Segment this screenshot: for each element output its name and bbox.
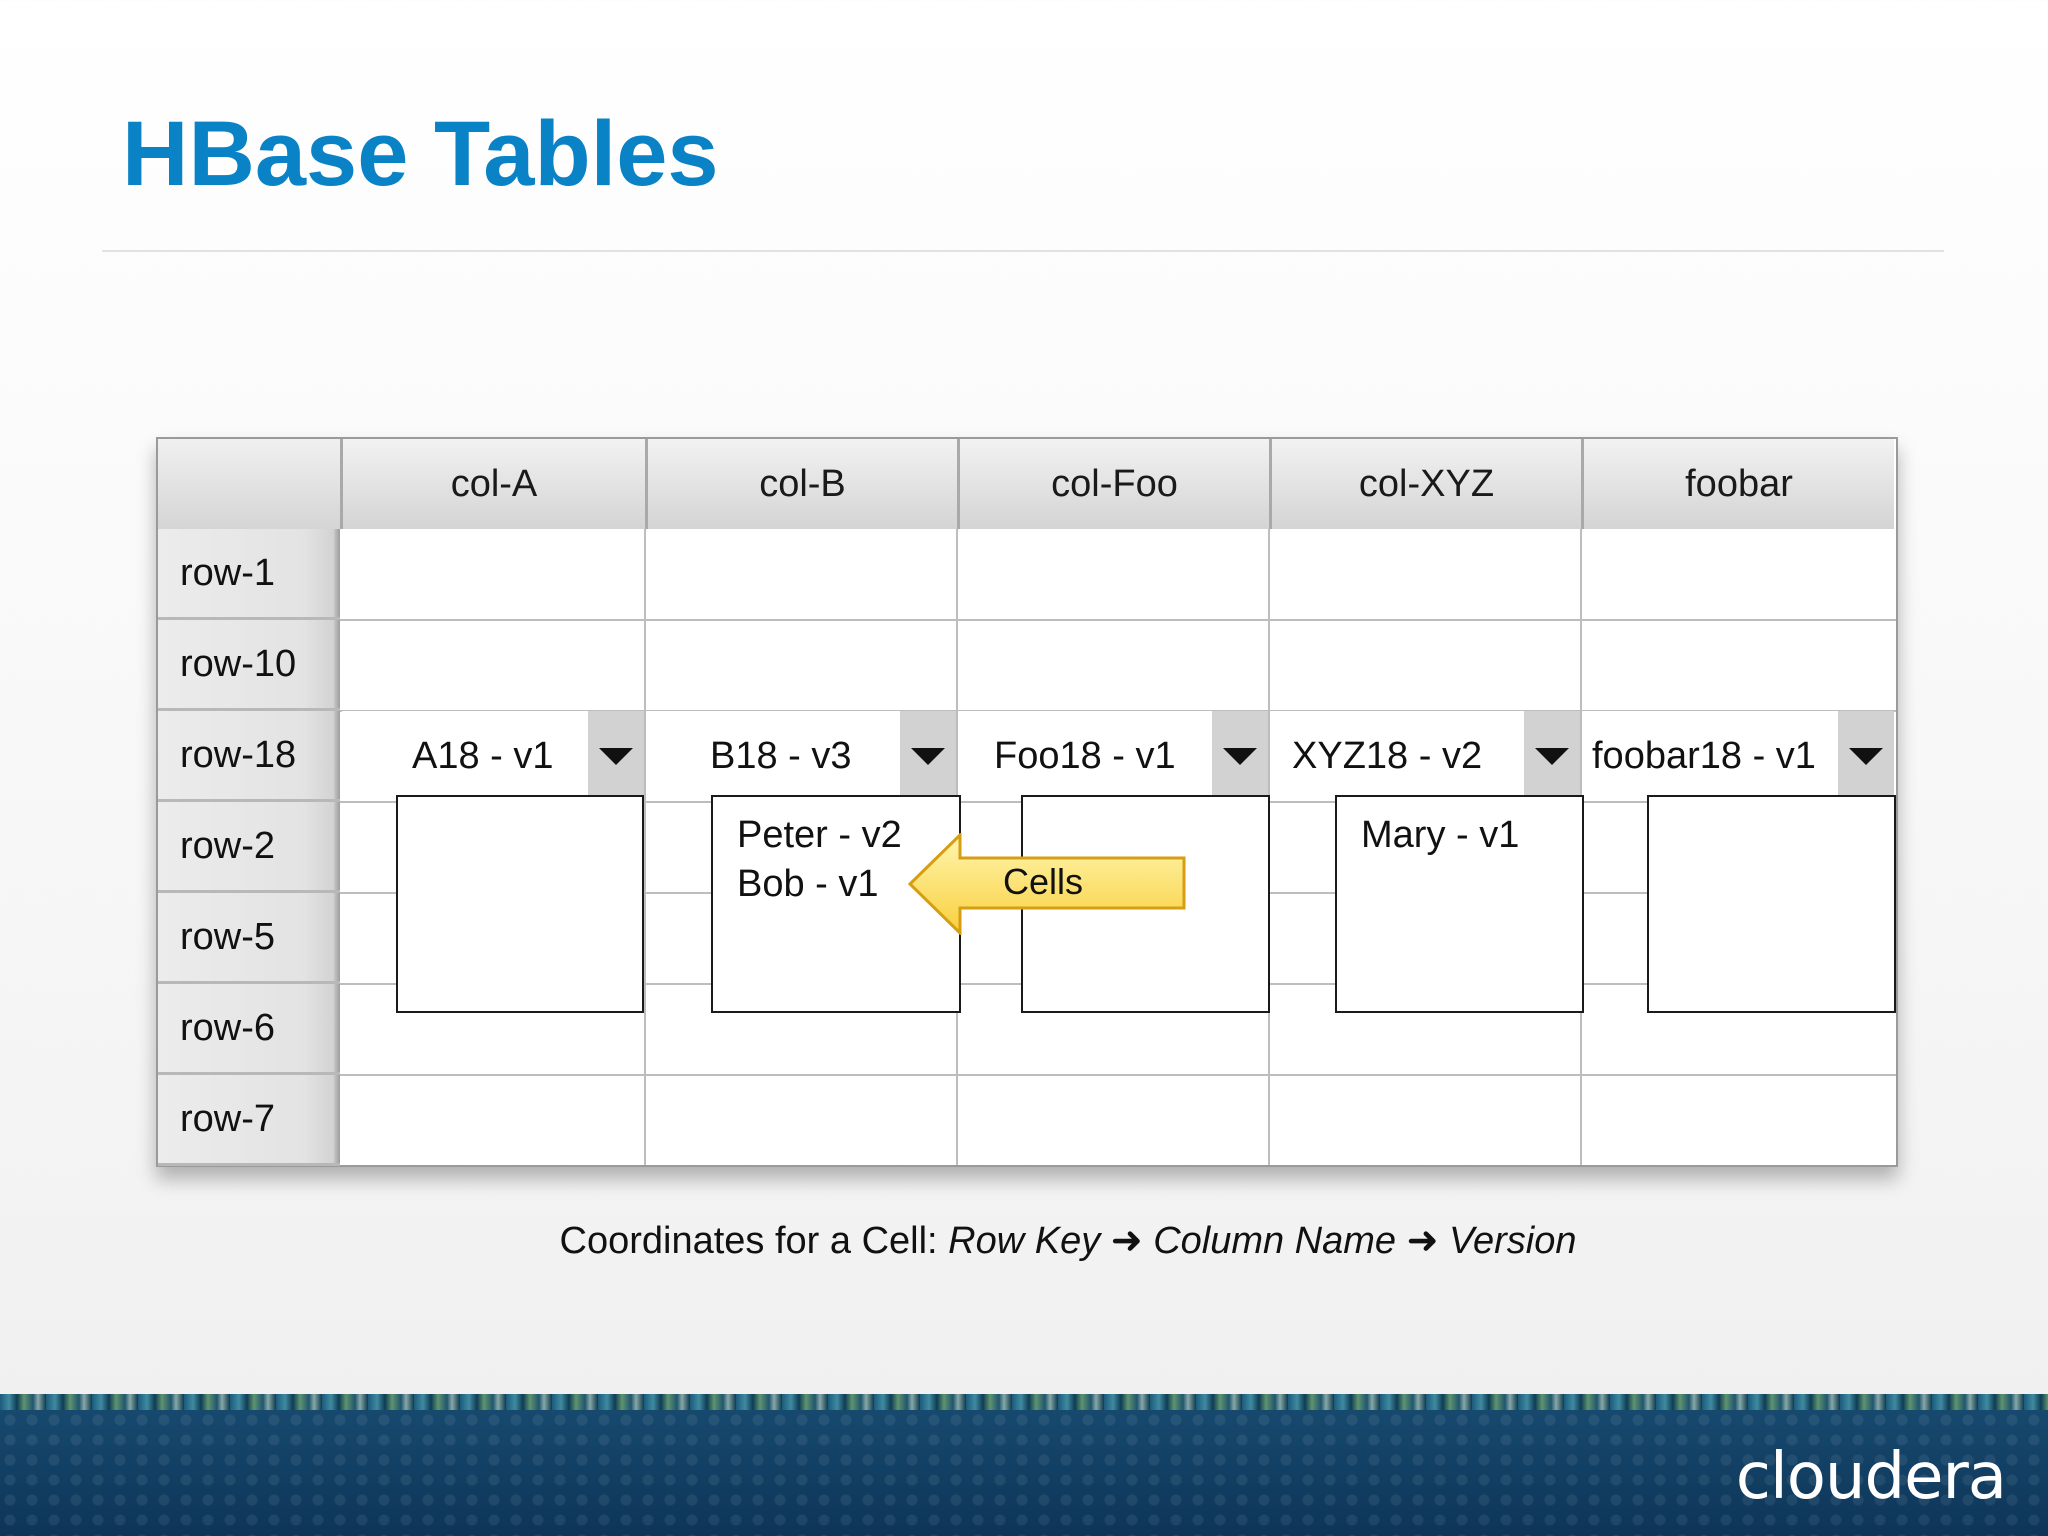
row-header-row-7: row-7: [158, 1075, 340, 1166]
grid-line: [340, 619, 1896, 621]
cell-row18-col-xyz: XYZ18 - v2: [1270, 711, 1580, 801]
row-header-row-1: row-1: [158, 529, 340, 620]
caption-prefix: Coordinates for a Cell:: [559, 1220, 949, 1262]
triangle-down-icon: [1535, 747, 1569, 765]
left-arrow-icon: [908, 833, 1186, 935]
version-dropdown-button[interactable]: [900, 711, 956, 801]
title-divider: [102, 250, 1944, 252]
callout-label: Cells: [1003, 861, 1084, 902]
version-dropdown-button[interactable]: [1212, 711, 1268, 801]
version-list-foobar: [1647, 795, 1896, 1013]
cell-row18-col-b: B18 - v3: [646, 711, 956, 801]
caption: Coordinates for a Cell: Row Key ➜ Column…: [0, 1218, 2048, 1263]
triangle-down-icon: [1849, 747, 1883, 765]
triangle-down-icon: [1223, 747, 1257, 765]
column-header-col-a: col-A: [340, 439, 645, 529]
caption-column-name: Column Name: [1153, 1220, 1397, 1262]
cell-row18-foobar: foobar18 - v1: [1582, 711, 1894, 801]
row-header-row-10: row-10: [158, 620, 340, 711]
row-header-row-6: row-6: [158, 984, 340, 1075]
arrow-right-icon: ➜: [1110, 1220, 1143, 1262]
cell-value-text: A18 - v1: [412, 734, 554, 777]
corner-header-cell: [158, 439, 340, 529]
footer-strip: [0, 1394, 2048, 1410]
version-dropdown-button[interactable]: [1838, 711, 1894, 801]
column-header-col-b: col-B: [645, 439, 957, 529]
column-header-foobar: foobar: [1581, 439, 1894, 529]
footer-pattern: [0, 1410, 2048, 1536]
cells-callout: Cells: [908, 833, 1188, 935]
version-entry: Mary - v1: [1361, 814, 1520, 856]
triangle-down-icon: [599, 747, 633, 765]
cell-value-text: XYZ18 - v2: [1292, 734, 1483, 777]
version-list-col-xyz: Mary - v1: [1335, 795, 1584, 1013]
cell-row18-col-foo: Foo18 - v1: [958, 711, 1268, 801]
triangle-down-icon: [911, 747, 945, 765]
row-header-row-2: row-2: [158, 802, 340, 893]
caption-row-key: Row Key: [948, 1220, 1101, 1262]
version-dropdown-button[interactable]: [1524, 711, 1580, 801]
cell-value-text: B18 - v3: [710, 734, 852, 777]
hbase-table: col-A col-B col-Foo col-XYZ foobar row-1…: [156, 437, 1898, 1167]
caption-version: Version: [1449, 1220, 1577, 1262]
column-header-col-foo: col-Foo: [957, 439, 1269, 529]
grid-line: [644, 529, 646, 1165]
grid-line: [340, 1074, 1896, 1076]
column-header-col-xyz: col-XYZ: [1269, 439, 1581, 529]
version-entry: Bob - v1: [737, 863, 879, 905]
cell-value-text: Foo18 - v1: [994, 734, 1176, 777]
footer-band: [0, 1394, 2048, 1536]
slide-title: HBase Tables: [122, 103, 719, 205]
version-list-col-a: [396, 795, 644, 1013]
version-list-col-b: Peter - v2 Bob - v1: [711, 795, 961, 1013]
cell-row18-col-a: A18 - v1: [342, 711, 644, 801]
cloudera-logo: cloudera: [1735, 1440, 2007, 1514]
row-header-row-5: row-5: [158, 893, 340, 984]
cell-value-text: foobar18 - v1: [1592, 734, 1816, 777]
version-dropdown-button[interactable]: [588, 711, 644, 801]
arrow-right-icon: ➜: [1406, 1220, 1439, 1262]
row-header-row-18: row-18: [158, 711, 340, 802]
version-entry: Peter - v2: [737, 814, 902, 856]
